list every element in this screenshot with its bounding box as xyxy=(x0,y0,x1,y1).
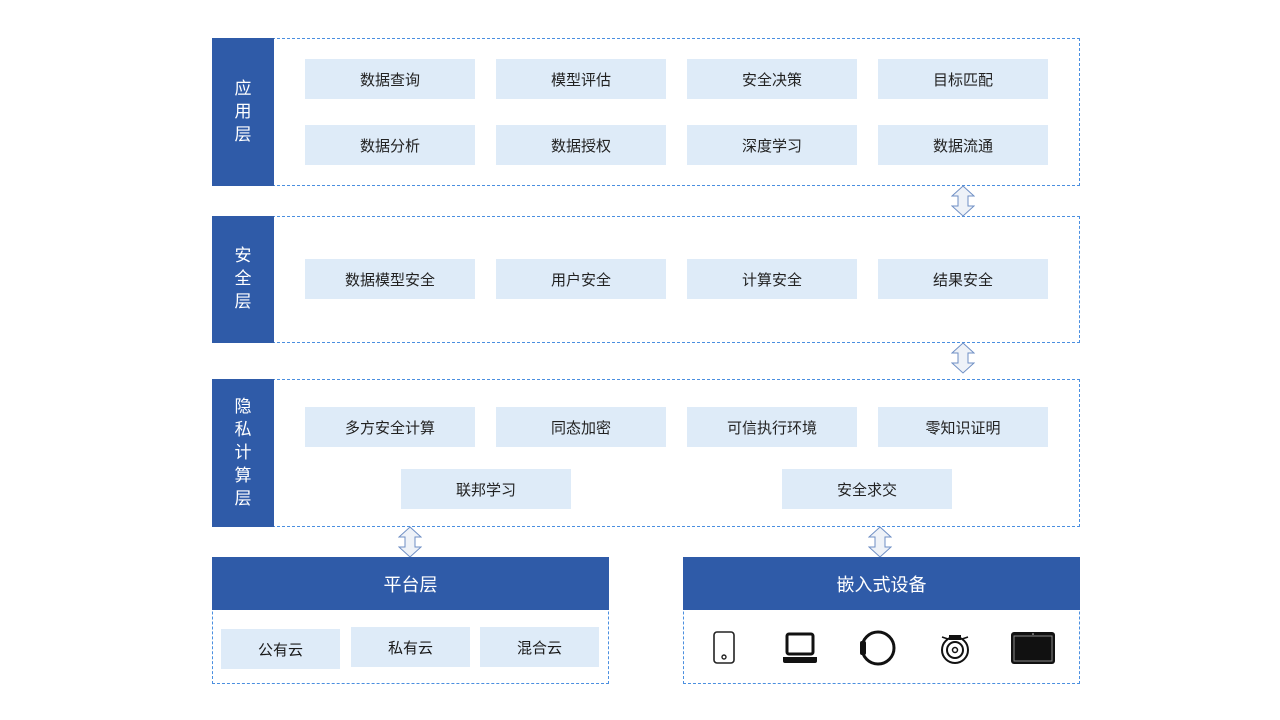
privacy-computing-layer: 隐 私 计 算 层 多方安全计算 同态加密 可信执行环境 零知识证明 联邦学习 … xyxy=(212,379,1080,527)
sec-item-data-model: 数据模型安全 xyxy=(305,259,475,299)
smartwatch-icon xyxy=(857,628,897,668)
app-item-deep-learning: 深度学习 xyxy=(687,125,857,165)
app-item-target-match: 目标匹配 xyxy=(878,59,1048,99)
label-char: 应 xyxy=(234,78,252,99)
sec-item-result: 结果安全 xyxy=(878,259,1048,299)
label-char: 层 xyxy=(234,124,252,145)
application-layer: 应 用 层 数据查询 模型评估 安全决策 目标匹配 数据分析 数据授权 深度学习… xyxy=(212,38,1080,186)
app-item-data-circulation: 数据流通 xyxy=(878,125,1048,165)
priv-item-psi: 安全求交 xyxy=(782,469,952,509)
security-layer-label: 安 全 层 xyxy=(212,216,274,343)
label-char: 算 xyxy=(234,465,252,486)
platform-layer-title: 平台层 xyxy=(212,557,609,610)
label-char: 层 xyxy=(234,292,252,312)
app-item-model-eval: 模型评估 xyxy=(496,59,666,99)
double-arrow-icon xyxy=(398,526,422,558)
label-char: 安 xyxy=(234,246,252,266)
label-char: 隐 xyxy=(234,396,252,417)
embedded-devices-title: 嵌入式设备 xyxy=(683,557,1080,610)
robot-vacuum-icon xyxy=(935,628,975,668)
private-cloud: 私有云 xyxy=(351,627,470,667)
priv-item-mpc: 多方安全计算 xyxy=(305,407,475,447)
laptop-icon xyxy=(780,628,820,668)
label-char: 私 xyxy=(234,419,252,440)
tablet-icon xyxy=(1009,628,1057,668)
platform-layer: 平台层 公有云 私有云 混合云 xyxy=(212,557,609,684)
priv-item-zkp: 零知识证明 xyxy=(878,407,1048,447)
sec-item-user: 用户安全 xyxy=(496,259,666,299)
hybrid-cloud: 混合云 xyxy=(480,627,599,667)
priv-item-federated: 联邦学习 xyxy=(401,469,571,509)
double-arrow-icon xyxy=(868,526,892,558)
app-item-security-decision: 安全决策 xyxy=(687,59,857,99)
app-item-data-query: 数据查询 xyxy=(305,59,475,99)
double-arrow-icon xyxy=(951,342,975,374)
app-item-data-authorization: 数据授权 xyxy=(496,125,666,165)
label-char: 用 xyxy=(234,101,252,122)
app-item-data-analysis: 数据分析 xyxy=(305,125,475,165)
security-layer: 安 全 层 数据模型安全 用户安全 计算安全 结果安全 xyxy=(212,216,1080,343)
embedded-devices-panel: 嵌入式设备 xyxy=(683,557,1080,684)
application-layer-label: 应 用 层 xyxy=(212,38,274,186)
priv-item-tee: 可信执行环境 xyxy=(687,407,857,447)
sec-item-compute: 计算安全 xyxy=(687,259,857,299)
label-char: 全 xyxy=(234,269,252,289)
privacy-layer-label: 隐 私 计 算 层 xyxy=(212,379,274,527)
double-arrow-icon xyxy=(951,185,975,217)
public-cloud: 公有云 xyxy=(221,629,340,669)
phone-icon xyxy=(704,628,744,668)
label-char: 层 xyxy=(234,488,252,509)
label-char: 计 xyxy=(234,442,252,463)
priv-item-homomorphic: 同态加密 xyxy=(496,407,666,447)
